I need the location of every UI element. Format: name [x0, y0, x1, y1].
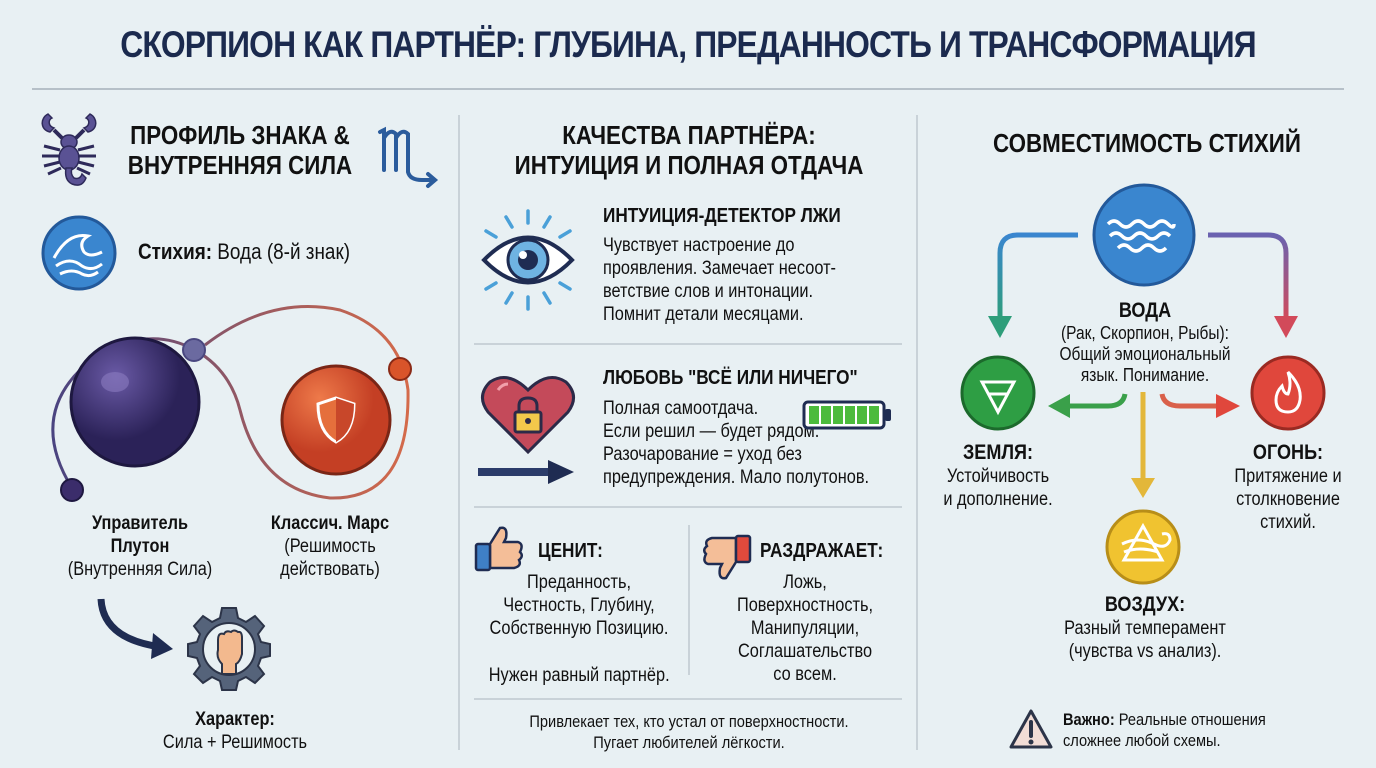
warning-icon: [1009, 709, 1053, 749]
divider: [474, 698, 902, 700]
section-heading: СОВМЕСТИМОСТЬ СТИХИЙ: [993, 128, 1301, 158]
scorpion-icon: [41, 113, 97, 186]
pluto-description: (Внутренняя Сила): [67, 559, 213, 580]
full-battery-icon: [802, 400, 891, 430]
intuition-description: Чувствует настроение до проявления. Заме…: [603, 235, 836, 325]
thumbs-up-icon: [474, 526, 523, 572]
column-divider: [916, 115, 918, 750]
title-divider: [32, 88, 1344, 90]
pluto-label: Управитель Плутон: [91, 513, 189, 557]
element-info: Стихия: Вода (8-й знак): [138, 239, 351, 264]
values-note: Нужен равный партнёр.: [488, 665, 670, 686]
earth-description: ЗЕМЛЯ: Устойчивость и дополнение.: [943, 441, 1053, 510]
page-title: СКОРПИОН КАК ПАРТНЁР: ГЛУБИНА, ПРЕДАННОС…: [120, 24, 1256, 65]
love-title: ЛЮБОВЬ "ВСЁ ИЛИ НИЧЕГО": [603, 367, 858, 389]
gear-fist-icon: [187, 607, 271, 691]
air-description: ВОЗДУХ: Разный темперамент (чувства vs а…: [1064, 593, 1226, 662]
compatibility-diagram: [960, 183, 1326, 585]
section-heading: ПРОФИЛЬ ЗНАКА & ВНУТРЕННЯЯ СИЛА: [127, 120, 353, 180]
water-description: ВОДА (Рак, Скорпион, Рыбы): Общий эмоцио…: [1059, 299, 1231, 385]
middle-footer: Привлекает тех, кто устал от поверхностн…: [529, 712, 849, 752]
values-title: ЦЕНИТ:: [538, 540, 603, 562]
divider: [474, 343, 902, 345]
scorpio-glyph-icon: [378, 126, 439, 188]
thumbs-down-icon: [703, 534, 752, 580]
column-divider: [458, 115, 460, 750]
wave-icon: [41, 215, 117, 291]
irritates-title: РАЗДРАЖАЕТ:: [760, 540, 884, 562]
love-description: Полная самоотдача. Если решил — будет ря…: [603, 398, 870, 488]
warning-note: Важно: Реальные отношения сложнее любой …: [1063, 710, 1266, 750]
divider: [474, 506, 902, 508]
eye-icon: [481, 209, 575, 311]
section-heading: КАЧЕСТВА ПАРТНЁРА: ИНТУИЦИЯ И ПОЛНАЯ ОТД…: [514, 120, 864, 180]
heart-lock-icon: [478, 376, 575, 484]
divider: [688, 525, 690, 675]
curved-arrow-icon: [97, 598, 173, 659]
mars-label: Классич. Марс (Решимость действовать): [270, 513, 390, 580]
fire-description: ОГОНЬ: Притяжение и столкновение стихий.: [1234, 441, 1342, 533]
planets-orbit-diagram: [51, 305, 412, 502]
irritates-list: Ложь, Поверхностность, Манипуляции, Согл…: [736, 572, 874, 685]
character-summary: Характер: Сила + Решимость: [162, 709, 308, 753]
intuition-title: ИНТУИЦИЯ-ДЕТЕКТОР ЛЖИ: [603, 205, 841, 227]
values-list: Преданность, Честность, Глубину, Собстве…: [489, 572, 669, 639]
